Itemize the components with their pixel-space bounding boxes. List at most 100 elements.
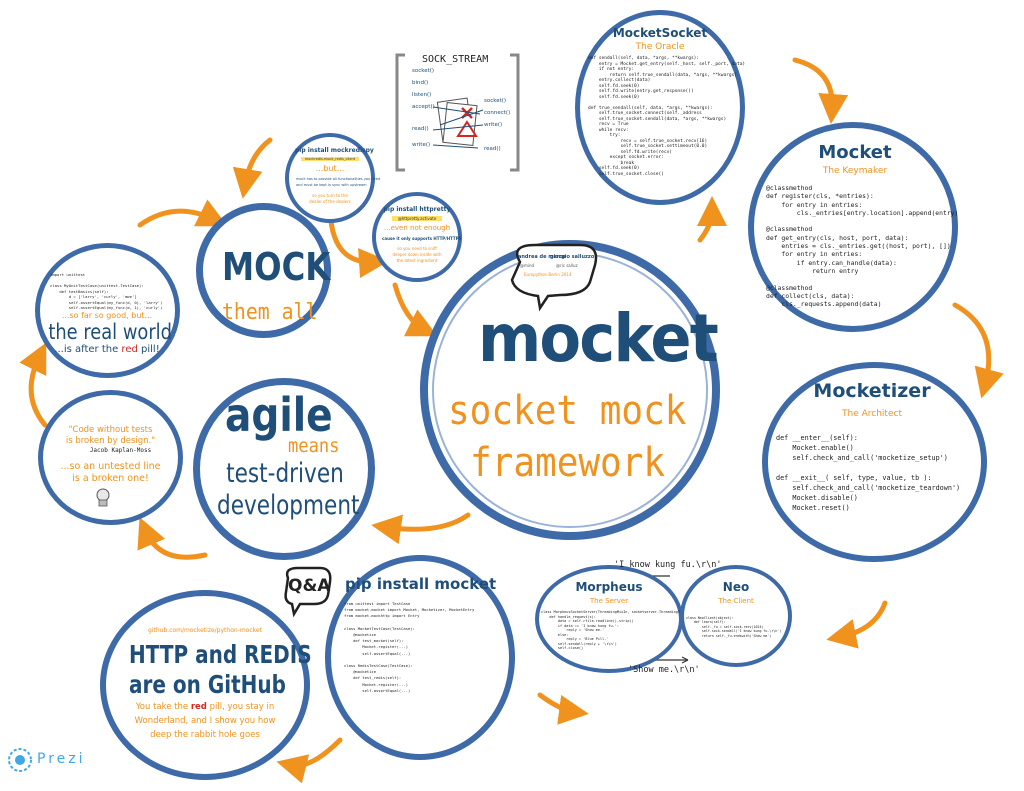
httpretty-title: pip install httpretty	[383, 206, 451, 213]
arrow-pip-to-morpheus	[537, 692, 589, 725]
mocketizer-code: def __enter__(self): Mocket.enable() sel…	[776, 434, 961, 512]
pip-mocket-title: pip install mocket	[345, 575, 497, 593]
arrow-mockredis-to-mock	[232, 137, 273, 199]
mock-title: MOCK	[222, 245, 331, 289]
sock-left-call: read()	[412, 126, 429, 132]
mocket-keymaker-circle	[748, 122, 958, 332]
speaker1-handle: @mind	[520, 263, 535, 268]
speaker2-handle: @ric salluz	[556, 263, 578, 268]
pip-mocket-code: from unittest import TestCase from mocke…	[344, 601, 475, 693]
github-text1: You take the	[135, 702, 189, 712]
mockredis-tag: mockredis.mock_redis_client	[301, 157, 359, 161]
neo-circle	[680, 565, 792, 667]
arrow-mocket-to-agile	[371, 512, 471, 545]
speaker2-name: giorgio salluzzo	[550, 254, 595, 260]
quote-author: Jacob Kaplan-Moss	[89, 447, 152, 454]
quote-text4: is a broken one!	[72, 473, 149, 484]
github-line2: are on GitHub	[129, 670, 286, 699]
mocketizer-subtitle: The Architect	[842, 409, 902, 419]
neo-title: Neo	[722, 580, 750, 594]
httpretty-text1: cause it only supports HTTP/HTTPS	[382, 236, 462, 241]
neo-code: class NeoClient(object): def learn(self)…	[686, 616, 782, 638]
mocketizer-title: Mocketizer	[813, 380, 931, 402]
qa-label: Q&A	[288, 576, 331, 596]
sock-left-call: write()	[412, 142, 431, 148]
mockredis-text2: and must be kept in sync with upstream	[296, 183, 367, 187]
arrow-pip-to-github	[276, 737, 343, 784]
mockredis-text3: so you turn to the	[312, 193, 348, 198]
realworld-red: red	[121, 344, 138, 355]
mockredis-but: ...but...	[315, 164, 345, 173]
arrow-mocket-to-mocketsocket	[696, 196, 727, 243]
agile-line1: test-driven	[226, 458, 344, 489]
quote-text2: is broken by design."	[65, 436, 156, 446]
mocket-subtitle: The Keymaker	[822, 166, 888, 176]
central-subtitle-2: framework	[470, 440, 666, 486]
mocket-code: @classmethod def register(cls, *entries)…	[766, 184, 959, 309]
mocketsocket-title: MocketSocket	[612, 26, 708, 40]
sock-right-call: read()	[484, 146, 501, 152]
arrow-mocket-to-mocketizer	[952, 302, 1004, 399]
mocketsocket-circle	[575, 10, 745, 205]
realworld-circle	[35, 243, 180, 378]
quote-text1: "Code without tests	[68, 425, 153, 435]
httpretty-text2: so you need to sniff	[397, 246, 437, 251]
arrow-quote-to-realworld	[19, 342, 48, 428]
sock-left-call: listen()	[412, 92, 432, 98]
morpheus-circle	[535, 565, 683, 673]
realworld-after1: ...is after the	[54, 344, 119, 355]
sock-right-call: write()	[484, 122, 503, 128]
sock-right-call: connect()	[484, 110, 511, 116]
sock-right-call: socket()	[484, 98, 507, 104]
github-circle	[100, 590, 310, 780]
morpheus-title: Morpheus	[575, 580, 643, 594]
github-text-line1: You take the red pill, you stay in	[110, 702, 300, 712]
matrix-response: 'Show me.\r\n'	[628, 665, 700, 675]
central-subtitle-1: socket mock	[448, 388, 687, 434]
realworld-after2: pill!	[141, 344, 160, 355]
central-title: mocket	[478, 300, 719, 377]
arrow-mocketizer-to-neo	[826, 600, 888, 649]
mocket-title: Mocket	[818, 142, 892, 163]
github-text2: pill, you stay in	[209, 702, 275, 712]
pip-mocket-circle	[325, 555, 515, 760]
realworld-code: import unittest class MyUnitTestCase(uni…	[50, 272, 163, 310]
realworld-title: the real world	[48, 320, 172, 344]
mock-circle	[196, 203, 331, 338]
httpretty-circle	[372, 192, 462, 282]
realworld-sofar: ...so far so good, but...	[61, 311, 153, 320]
github-url: github.com/mocketize/python-mocket	[148, 627, 262, 634]
arrow-realworld-to-mock	[137, 199, 228, 228]
mockredis-text1: mock has to provide all functionalities …	[296, 177, 381, 181]
agile-line2: development	[217, 490, 360, 521]
morpheus-subtitle: The Server	[589, 597, 629, 605]
sock-stream-title: SOCK_STREAM	[422, 54, 489, 65]
quote-text3: ...so an untested line	[60, 461, 161, 472]
speaker1-name: andrea de marco	[518, 254, 566, 260]
prezi-label: Prezi	[37, 751, 86, 767]
agile-circle	[193, 378, 375, 560]
httpretty-tag: @httpretty.activate	[392, 216, 442, 221]
httpretty-text3: deeper down inside with	[392, 252, 442, 257]
mocketsocket-subtitle: The Oracle	[635, 42, 685, 52]
github-line1: HTTP and REDIS	[129, 640, 312, 669]
httpretty-text4: the latest ingredient	[396, 258, 438, 263]
mockredis-text4: dealer of the dealers	[309, 199, 351, 204]
sock-left-call: accept()	[412, 104, 435, 110]
arrow-agile-to-quote	[137, 517, 208, 560]
speaker-note: Europython Berlin 2014	[524, 272, 572, 277]
httpretty-even-not: ...even not enough	[383, 224, 451, 232]
mock-subtitle: them all	[222, 300, 318, 325]
arrow-httpretty-to-mocket	[392, 282, 438, 337]
github-red: red	[190, 702, 207, 712]
sock-left-call: socket()	[412, 68, 435, 74]
realworld-after: ...is after the red pill!	[43, 344, 171, 355]
matrix-request: 'I know kung fu.\r\n'	[614, 560, 722, 570]
github-text3: Wonderland, and I show you how	[134, 716, 276, 726]
neo-subtitle: The Client	[718, 597, 754, 605]
mockredis-title: pip install mockredispy	[295, 147, 374, 154]
mocketizer-circle	[762, 362, 987, 562]
github-text4: deep the rabbit hole goes	[150, 730, 260, 740]
sock-left-call: bind()	[412, 80, 429, 86]
agile-means: means	[288, 435, 340, 457]
